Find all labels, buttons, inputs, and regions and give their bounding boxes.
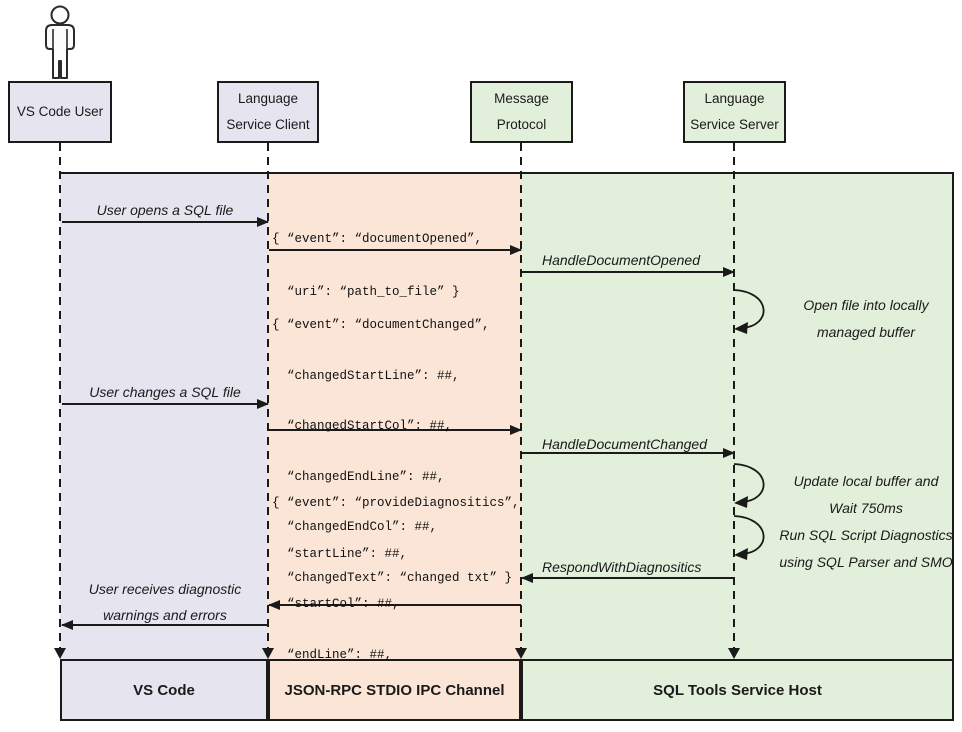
note-update-buffer: Update local buffer and Wait 750ms xyxy=(793,473,939,516)
actor-label: Message xyxy=(494,91,549,106)
actor-label: Language xyxy=(237,91,299,106)
arrow-diagnostics-to-client xyxy=(268,600,521,610)
note-open-file: Open file into locally managed buffer xyxy=(803,297,929,340)
payload-document-changed: { “event”: “documentChanged”, “changedSt… xyxy=(272,318,513,585)
actor-label: Service Server xyxy=(690,117,779,132)
label-user-changes: User changes a SQL file xyxy=(89,384,241,400)
actor-label: Service Client xyxy=(226,117,310,132)
frame-right-line xyxy=(952,172,954,659)
lifeline-end-arrow xyxy=(728,648,740,659)
actor-label: VS Code User xyxy=(16,104,104,119)
self-loop-run-diagnostics xyxy=(733,515,765,560)
actor-box-vscode-user: VS Code User xyxy=(8,81,112,143)
lifeline-end-arrow xyxy=(515,648,527,659)
arrow-handle-opened xyxy=(522,267,735,277)
arrowhead-icon xyxy=(268,600,280,610)
actor-box-language-service-client: Language Service Client xyxy=(217,81,319,143)
actor-label: Language xyxy=(704,91,765,106)
footer-box-ipc-channel: JSON-RPC STDIO IPC Channel xyxy=(268,659,521,721)
label-handle-document-opened: HandleDocumentOpened xyxy=(542,252,700,268)
footer-box-service-host: SQL Tools Service Host xyxy=(521,659,954,721)
arrow-user-changes xyxy=(62,399,269,409)
arrow-doc-opened xyxy=(269,245,522,255)
arrowhead-icon xyxy=(510,245,522,255)
footer-label: JSON-RPC STDIO IPC Channel xyxy=(284,681,505,699)
arrowhead-icon xyxy=(521,573,533,583)
arrowhead-icon xyxy=(723,448,735,458)
arrowhead-icon xyxy=(257,399,269,409)
person-icon xyxy=(45,5,75,79)
self-loop-update-buffer xyxy=(733,463,765,508)
arrow-user-receives xyxy=(61,620,268,630)
actor-box-language-service-server: Language Service Server xyxy=(683,81,786,143)
arrow-doc-changed xyxy=(269,425,522,435)
self-loop-open-file xyxy=(733,289,765,334)
arrowhead-icon xyxy=(61,620,73,630)
actor-box-message-protocol: Message Protocol xyxy=(470,81,573,143)
lane-ipc-channel xyxy=(268,174,521,659)
label-respond-with-diagnostics: RespondWithDiagnositics xyxy=(542,559,702,575)
frame-top-line xyxy=(60,172,954,174)
arrow-respond-diagnostics xyxy=(521,573,734,583)
lifeline-end-arrow xyxy=(54,648,66,659)
label-handle-document-changed: HandleDocumentChanged xyxy=(542,436,707,452)
footer-box-vscode: VS Code xyxy=(60,659,268,721)
arrowhead-icon xyxy=(257,217,269,227)
lifeline-server xyxy=(733,143,735,656)
lane-vscode xyxy=(60,174,268,659)
arrow-user-opens xyxy=(62,217,269,227)
label-user-receives: User receives diagnostic warnings and er… xyxy=(88,581,242,623)
lane-service-host xyxy=(521,174,954,659)
arrowhead-icon xyxy=(723,267,735,277)
lifeline-end-arrow xyxy=(262,648,274,659)
actor-label: Protocol xyxy=(496,117,547,132)
arrowhead-icon xyxy=(510,425,522,435)
payload-document-opened: { “event”: “documentOpened”, “uri”: “pat… xyxy=(272,232,483,299)
label-user-opens: User opens a SQL file xyxy=(96,202,234,218)
arrow-handle-changed xyxy=(522,448,735,458)
note-run-diagnostics: Run SQL Script Diagnostics using SQL Par… xyxy=(779,527,953,570)
lifeline-user xyxy=(59,143,61,656)
footer-label: SQL Tools Service Host xyxy=(653,681,822,699)
lifeline-protocol xyxy=(520,143,522,656)
footer-label: VS Code xyxy=(133,681,195,699)
